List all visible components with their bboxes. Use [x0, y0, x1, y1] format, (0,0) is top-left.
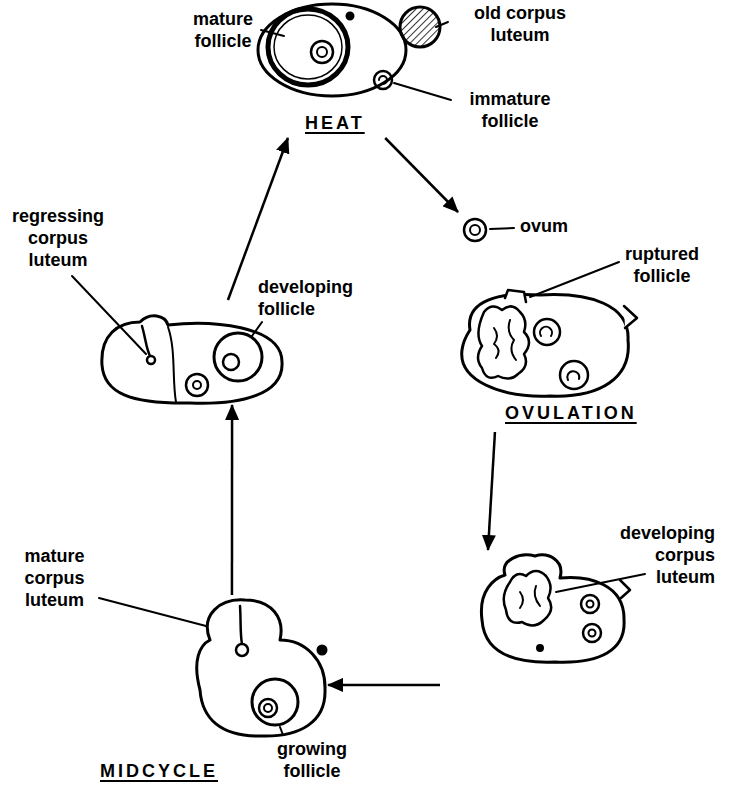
- ruptured-follicle-folds: [494, 320, 516, 360]
- follicle-cumulus: [259, 699, 277, 717]
- ovary-bump: [624, 306, 637, 328]
- ovary-outline: [481, 555, 624, 662]
- leader-line: [394, 83, 451, 100]
- part-label: old corpus luteum: [450, 2, 590, 46]
- ovum: [264, 704, 272, 712]
- dot: [318, 646, 326, 654]
- follicle-core: [587, 601, 594, 608]
- ovary-outline: [462, 294, 629, 396]
- ovary-outline: [258, 4, 406, 96]
- follicle-wall: [274, 15, 342, 79]
- dot: [347, 13, 353, 19]
- part-label: mature corpus luteum: [12, 545, 97, 611]
- part-label: regressing corpus luteum: [8, 205, 108, 271]
- stage-title: HEAT: [305, 112, 365, 134]
- cycle-arrow: [385, 138, 458, 212]
- follicle-cumulus: [223, 354, 239, 370]
- ovary-bump: [620, 580, 630, 598]
- cycle-arrow: [231, 405, 234, 595]
- cycle-arrow: [328, 684, 440, 687]
- part-label: developing corpus luteum: [605, 522, 715, 588]
- part-label: immature follicle: [455, 88, 565, 132]
- leader-line: [252, 322, 262, 336]
- part-label: mature follicle: [183, 8, 263, 52]
- part-label: ovum: [520, 215, 568, 237]
- growing-follicle: [252, 679, 298, 725]
- follicle: [581, 595, 599, 613]
- ovum-nucleus: [470, 225, 480, 235]
- ovum-cumulus: [311, 41, 333, 63]
- corpus-luteum-folds: [520, 586, 540, 608]
- ovary-outline: [102, 316, 282, 403]
- ovum: [464, 219, 486, 241]
- corpus-luteum-cavity: [236, 644, 248, 656]
- cycle-arrow: [488, 432, 495, 550]
- leader-line: [490, 228, 514, 229]
- follicle-core: [540, 327, 552, 336]
- leader-line: [436, 22, 448, 27]
- developing-follicle: [214, 333, 262, 381]
- stage-title: MIDCYCLE: [100, 760, 218, 782]
- part-label: ruptured follicle: [612, 243, 712, 287]
- follicle: [560, 361, 588, 389]
- part-label: growing follicle: [262, 738, 362, 782]
- follicle-core: [567, 371, 579, 380]
- mature-follicle: [268, 9, 348, 85]
- part-label: developing follicle: [258, 276, 363, 320]
- follicle-core: [193, 381, 201, 389]
- ovary-outline-layer: [98, 300, 285, 405]
- follicle: [583, 624, 601, 642]
- leader-line: [530, 262, 619, 297]
- corpus-luteum-cavity: [147, 356, 155, 364]
- leader-line: [99, 598, 206, 626]
- ovary-outline: [197, 600, 325, 736]
- cycle-arrow: [228, 138, 288, 300]
- old-corpus-luteum: [400, 7, 440, 47]
- follicle: [534, 319, 560, 345]
- stage-title: OVULATION: [505, 402, 637, 424]
- immature-follicle-core: [379, 76, 387, 84]
- ovary-stage: regressing corpus luteumdeveloping folli…: [98, 300, 285, 405]
- leader-line: [72, 276, 146, 354]
- corpus-luteum-edge: [168, 327, 176, 402]
- leader-line: [556, 574, 645, 592]
- leader-line: [261, 30, 284, 36]
- corpus-luteum-stalk: [240, 606, 242, 644]
- follicle-core: [589, 630, 596, 637]
- ovum: [317, 47, 327, 57]
- immature-follicle: [374, 71, 392, 89]
- rupture-stigma: [505, 290, 526, 302]
- leader-line: [280, 727, 283, 735]
- dot: [538, 646, 543, 651]
- developing-corpus-luteum: [504, 571, 551, 626]
- ruptured-follicle: [478, 306, 529, 378]
- follicle: [186, 374, 208, 396]
